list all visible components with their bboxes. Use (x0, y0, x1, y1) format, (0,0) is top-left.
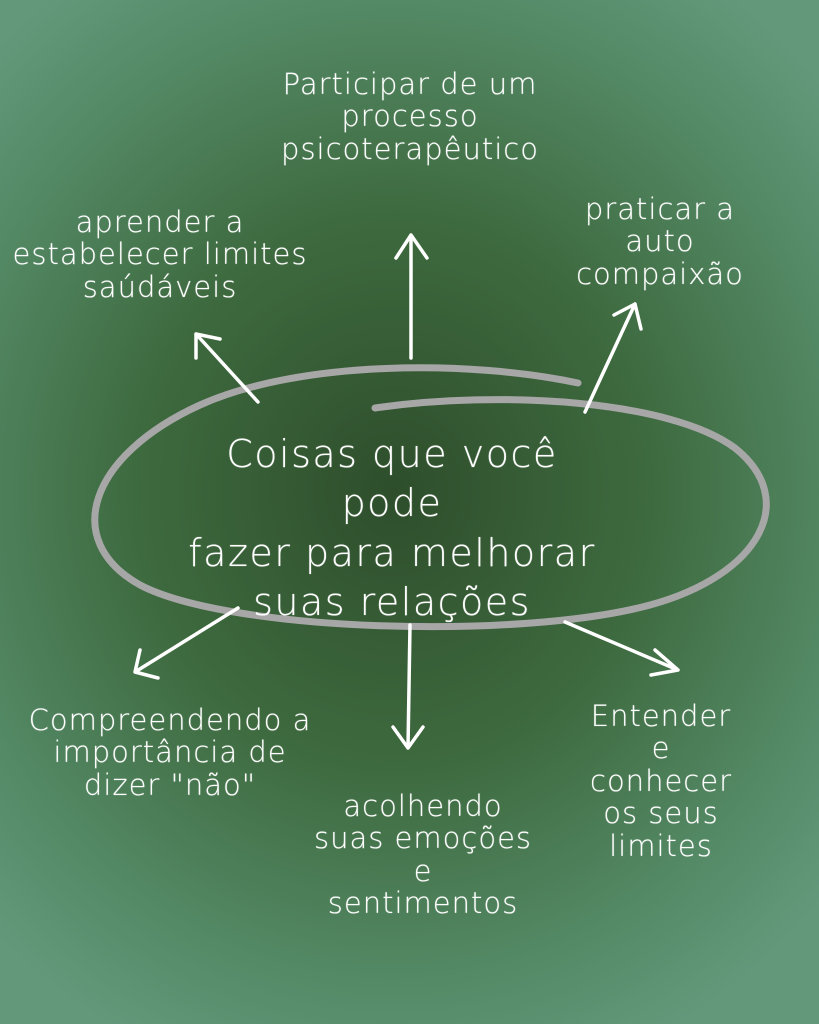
branch-self-compassion: praticar a auto compaixão (576, 192, 744, 291)
arrow-up-right (583, 302, 643, 414)
branch-welcoming-emotions: acolhendo suas emoções e sentimentos (313, 789, 533, 921)
central-topic: Coisas que você pode fazer para melhorar… (188, 432, 596, 625)
branch-saying-no: Compreendendo a importância de dizer "nã… (28, 703, 312, 802)
branch-healthy-limits: aprender a estabelecer limites saúdáveis (12, 205, 308, 304)
arrow-down (391, 623, 425, 750)
arrow-up (394, 233, 429, 360)
center-ellipse (91, 364, 770, 631)
branch-knowing-limits: Entender e conhecer os seus limites (590, 699, 732, 863)
arrow-down-right (563, 620, 680, 677)
branch-psychotherapy: Participar de um processo psicoterapêuti… (281, 67, 539, 166)
arrow-down-left (133, 606, 240, 680)
arrow-up-left (194, 332, 260, 404)
